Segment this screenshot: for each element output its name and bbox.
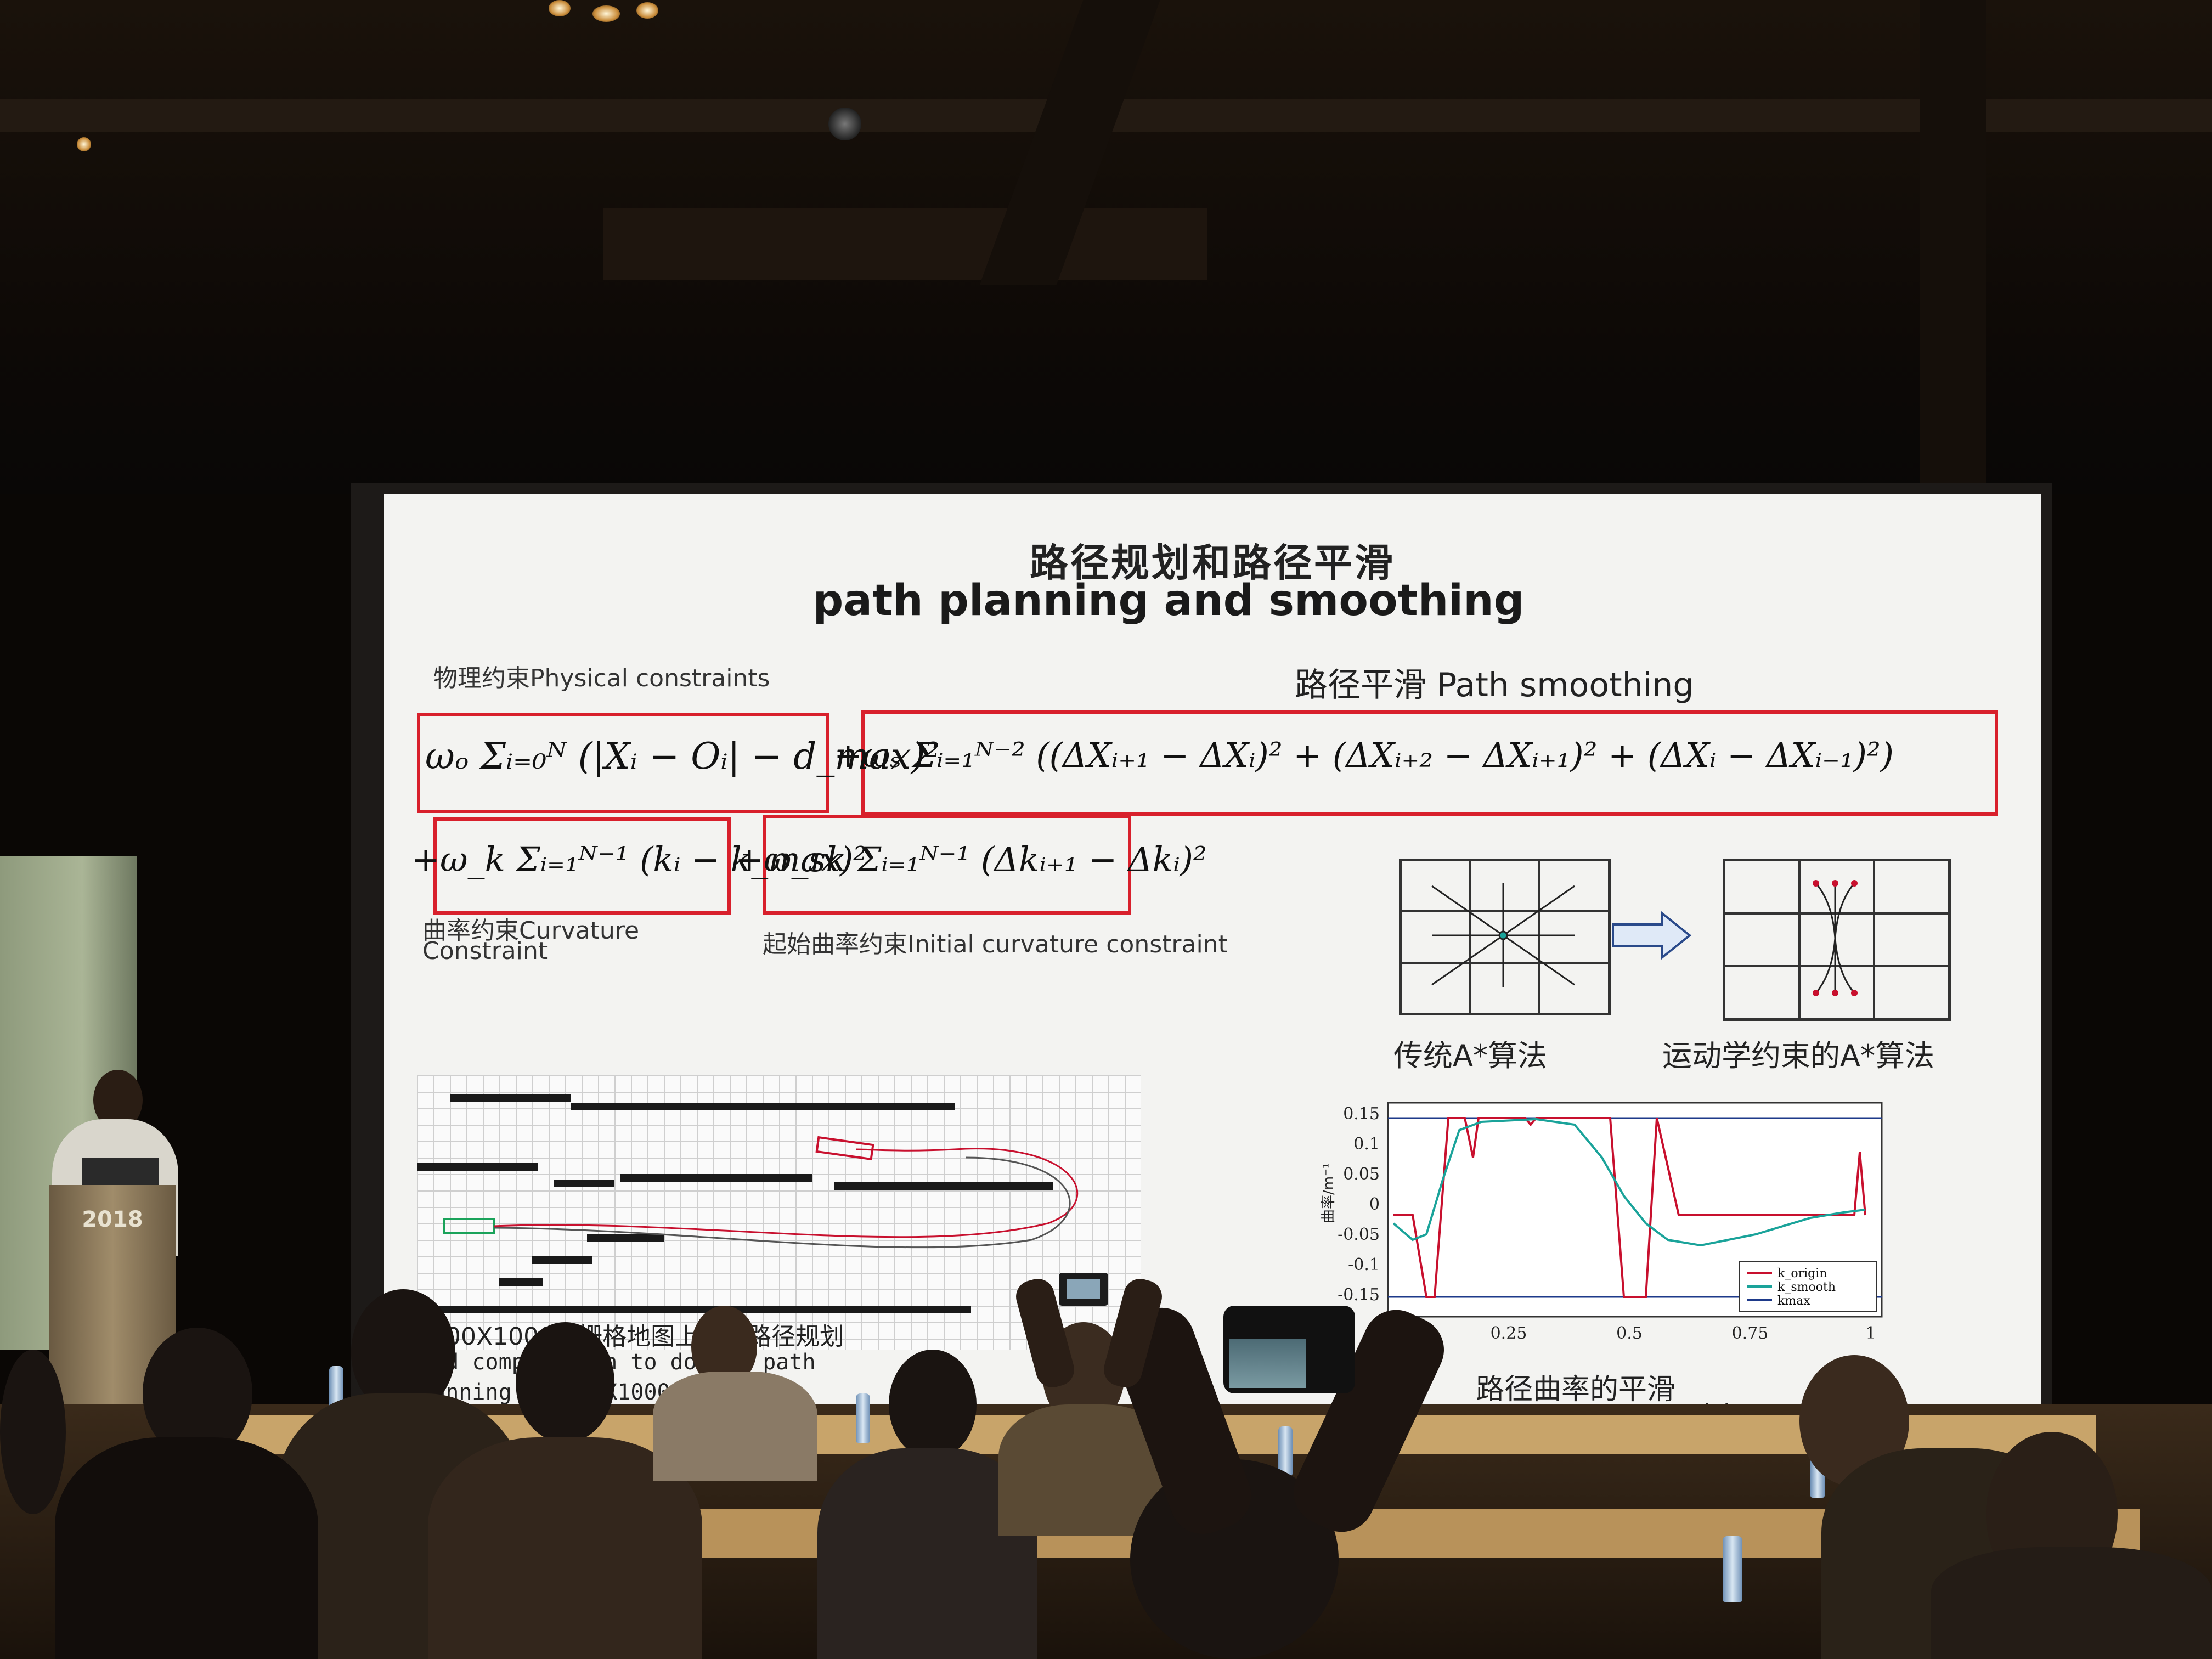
- audience-body: [55, 1437, 318, 1659]
- curvature-label-line2: Constraint: [422, 937, 548, 965]
- y-tick-labels: 0.15 0.1 0.05 0 -0.05 -0.1 -0.15: [1338, 1104, 1380, 1305]
- kinematic-astar-label: 运动学约束的A*算法: [1662, 1039, 1934, 1073]
- audience-head: [516, 1322, 614, 1443]
- y-tick-label: 0.1: [1353, 1135, 1380, 1154]
- obstacle: [499, 1278, 543, 1286]
- x-tick-label: 0.75: [1732, 1324, 1769, 1343]
- water-bottle: [1723, 1536, 1742, 1602]
- equation-initial-curvature: +ω_sk Σᵢ₌₁ᴺ⁻¹ (Δkᵢ₊₁ − Δkᵢ)²: [735, 839, 1207, 879]
- ceiling-camera: [828, 108, 861, 140]
- ceiling-light: [636, 2, 658, 19]
- phone-screen: [1067, 1279, 1100, 1299]
- astar-arrows-kinematic: [1813, 880, 1858, 996]
- audience-head-edge: [0, 1350, 66, 1514]
- ceiling-light: [77, 137, 91, 151]
- ceiling-beam-right: [1920, 0, 1986, 494]
- x-tick-label: 0.5: [1616, 1324, 1643, 1343]
- audience-body: [1931, 1547, 2212, 1659]
- k-smooth-curve: [1392, 1118, 1866, 1247]
- obstacle: [417, 1163, 538, 1171]
- obstacle: [554, 1180, 614, 1187]
- x-tick-labels: 0.25 0.5 0.75 1: [1491, 1324, 1876, 1343]
- ceiling-light: [549, 0, 571, 16]
- traditional-astar-label: 传统A*算法: [1393, 1039, 1547, 1073]
- plot-legend: k_origin k_smooth kmax: [1739, 1261, 1877, 1312]
- presentation-slide: 路径规划和路径平滑 path planning and smoothing 物理…: [384, 494, 2041, 1470]
- astar-arrows-traditional: [1431, 883, 1575, 988]
- obstacle: [417, 1306, 971, 1313]
- curvature-label-line1: 曲率约束Curvature: [422, 917, 640, 945]
- obstacle: [620, 1174, 812, 1182]
- physical-constraints-label: 物理约束Physical constraints: [433, 664, 770, 692]
- planned-paths: [443, 1136, 1079, 1249]
- slide-title-chinese: 路径规划和路径平滑: [1030, 540, 1395, 585]
- equation-smoothing: +ωₛ Σᵢ₌₁ᴺ⁻² ((ΔXᵢ₊₁ − ΔXᵢ)² + (ΔXᵢ₊₂ − Δ…: [834, 735, 1894, 775]
- x-tick-label: 0.25: [1491, 1324, 1527, 1343]
- path-smoothing-box: [861, 710, 1998, 816]
- gridmap-caption-line1: 在400X1000的栅格地图上进行路径规划: [406, 1323, 844, 1351]
- obstacle: [450, 1094, 571, 1102]
- path-smoothing-label: 路径平滑 Path smoothing: [1295, 666, 1694, 704]
- initial-curvature-box: [763, 815, 1131, 915]
- initial-curvature-label: 起始曲率约束Initial curvature constraint: [763, 930, 1228, 958]
- arrow-right-icon: [1612, 911, 1692, 960]
- curvature-smoothing-cn: 路径曲率的平滑: [1476, 1373, 1676, 1406]
- camera-screen: [1229, 1339, 1306, 1388]
- slide-title-english: path planning and smoothing: [812, 576, 1525, 625]
- legend-k-origin: k_origin: [1778, 1267, 1827, 1280]
- water-bottle: [1278, 1426, 1293, 1476]
- y-axis-label: 曲率/m⁻¹: [1321, 1163, 1337, 1223]
- y-tick-label: 0.15: [1343, 1104, 1380, 1124]
- obstacle: [587, 1234, 664, 1242]
- legend-kmax: kmax: [1778, 1294, 1810, 1308]
- y-tick-label: 0: [1369, 1195, 1380, 1214]
- x-tick-label: 1: [1865, 1324, 1876, 1343]
- podium-logo-text: 2018: [82, 1207, 143, 1232]
- equation-physical: ωₒ Σᵢ₌₀ᴺ (|Xᵢ − Oᵢ| − d_max)²: [425, 735, 940, 777]
- y-tick-label: 0.05: [1343, 1165, 1380, 1184]
- y-tick-label: -0.05: [1338, 1225, 1380, 1244]
- ceiling-light: [592, 5, 620, 22]
- obstacle: [532, 1256, 592, 1264]
- ceiling: [0, 0, 2212, 494]
- legend-k-smooth: k_smooth: [1778, 1280, 1836, 1294]
- audience-head: [889, 1350, 977, 1459]
- kinematic-astar-grid: [1723, 859, 1951, 1021]
- curvature-plot: 0.15 0.1 0.05 0 -0.05 -0.1 -0.15 0.25 0.…: [1321, 1102, 1883, 1343]
- y-tick-label: -0.1: [1348, 1255, 1380, 1274]
- obstacle: [834, 1182, 1053, 1190]
- audience-body: [653, 1372, 817, 1481]
- k-origin-curve: [1393, 1117, 1866, 1298]
- physical-constraint-box: [417, 713, 830, 813]
- y-tick-label: -0.15: [1338, 1285, 1380, 1305]
- equation-curvature: +ω_k Σᵢ₌₁ᴺ⁻¹ (kᵢ − k_max)²: [411, 839, 867, 879]
- obstacle: [571, 1103, 955, 1110]
- water-bottle: [856, 1393, 870, 1443]
- curvature-constraint-box: [433, 817, 731, 915]
- traditional-astar-grid: [1399, 859, 1611, 1015]
- ceiling-panel: [603, 208, 1207, 280]
